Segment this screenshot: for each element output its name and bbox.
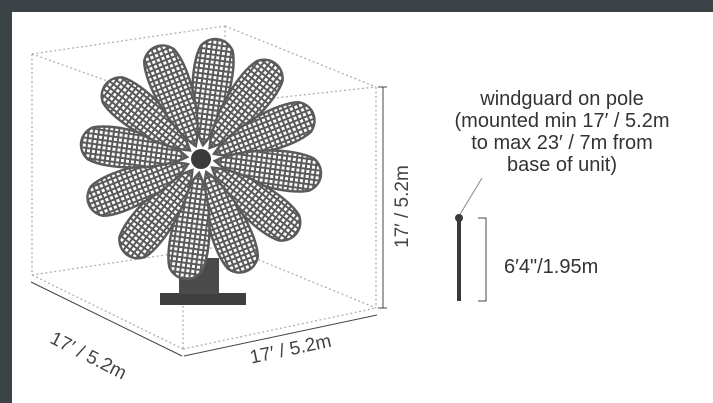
windguard-pole (455, 177, 487, 302)
note-line: base of unit) (506, 154, 618, 176)
solar-petal (142, 44, 199, 149)
height-dimension-label: 17′ / 5.2m (392, 165, 413, 248)
pole-height-label: 6′4"/1.95m (504, 256, 599, 278)
solar-flower-diagram (30, 25, 487, 357)
pole-dimension-bracket (478, 217, 487, 302)
note-line: to max 23′ / 7m from (471, 132, 653, 154)
flower-hub (191, 149, 211, 169)
note-line: windguard on pole (480, 88, 644, 110)
note-line: (mounted min 17′ / 5.2m (454, 110, 670, 132)
solar-flower (79, 37, 323, 305)
windguard-note: windguard on pole (mounted min 17′ / 5.2… (442, 88, 682, 176)
dimension-lines (30, 86, 387, 357)
pole-windguard (455, 214, 463, 222)
note-leader-line (458, 177, 483, 217)
unit-base (160, 293, 246, 305)
pole-shaft (457, 218, 461, 301)
diagram-canvas: 17′ / 5.2m 17′ / 5.2m 17′ / 5.2m 6′4"/1.… (12, 12, 713, 403)
